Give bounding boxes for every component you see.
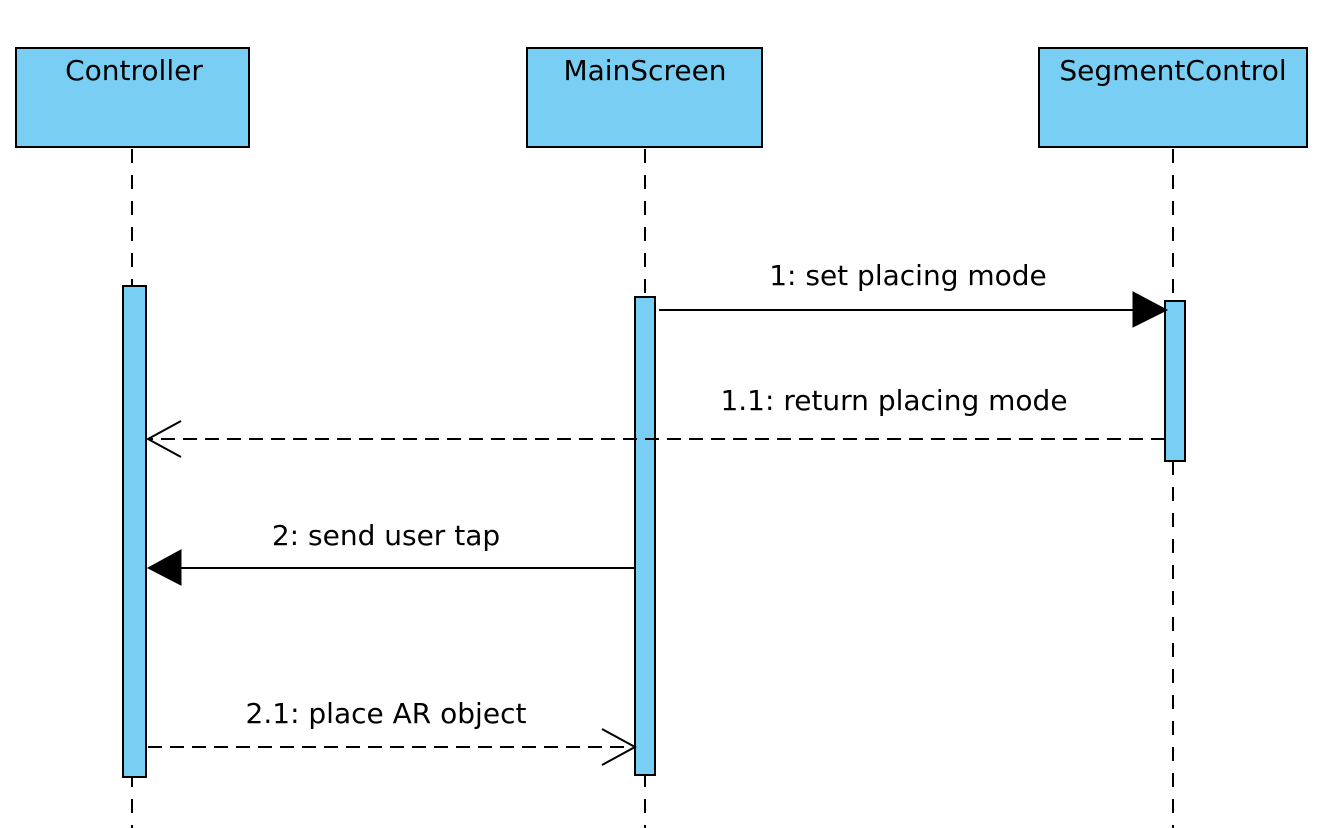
message-return-placing-mode: 1.1: return placing mode (145, 384, 1165, 458)
actor-mainscreen-box (526, 47, 763, 148)
actor-segmentcontrol-box (1038, 47, 1308, 148)
filled-arrowhead-icon (1132, 291, 1169, 328)
actor-segmentcontrol: SegmentControl (1038, 47, 1308, 148)
message-place-ar-object: 2.1: place AR object (148, 697, 638, 766)
message-set-placing-mode-label: 1: set placing mode (769, 259, 1047, 292)
open-arrowhead-icon (601, 728, 638, 766)
actor-controller-box (15, 47, 250, 148)
message-place-ar-object-label: 2.1: place AR object (246, 697, 527, 730)
message-return-placing-mode-label: 1.1: return placing mode (720, 384, 1067, 417)
actor-controller: Controller (15, 47, 250, 148)
message-send-user-tap: 2: send user tap (146, 519, 635, 586)
message-set-placing-mode: 1: set placing mode (659, 259, 1169, 328)
activation-segmentcontrol (1164, 300, 1186, 462)
message-send-user-tap-label: 2: send user tap (272, 519, 500, 552)
actor-controller-label: Controller (65, 54, 203, 87)
activation-mainscreen (634, 296, 656, 776)
actor-mainscreen-label: MainScreen (563, 54, 726, 87)
actor-segmentcontrol-label: SegmentControl (1059, 54, 1286, 87)
activation-controller (122, 285, 147, 778)
open-arrowhead-icon (145, 420, 182, 458)
actor-mainscreen: MainScreen (526, 47, 763, 148)
filled-arrowhead-icon (146, 549, 182, 586)
